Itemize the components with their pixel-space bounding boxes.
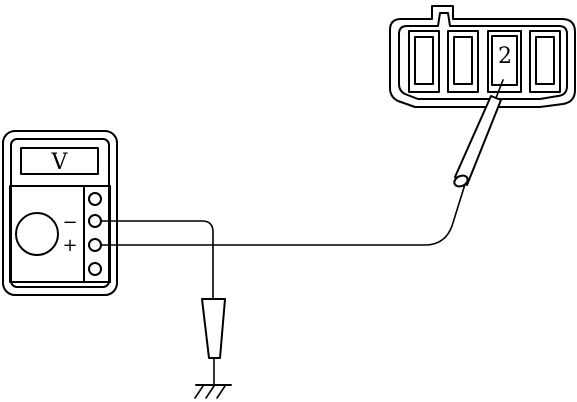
connector-cavity-2	[487, 30, 522, 93]
connector-cavity-3-inner	[453, 36, 473, 85]
connector-cavity-3	[447, 30, 479, 93]
negative-lead-wire	[100, 220, 214, 299]
multimeter-terminal-4	[88, 262, 102, 276]
multimeter-outer-body	[2, 130, 118, 296]
connector-terminal-2-label: 2	[498, 44, 512, 69]
positive-lead-wire	[100, 180, 467, 246]
test-probe	[453, 79, 504, 188]
multimeter-terminal-strip	[83, 185, 111, 283]
test-probe-end-cap	[453, 174, 469, 188]
connector-cavity-1-inner	[414, 36, 434, 85]
connector: 2	[389, 5, 576, 108]
multimeter-display-label: V	[51, 150, 69, 175]
connector-outer-housing	[389, 5, 576, 108]
connector-cavity-1	[408, 30, 440, 93]
multimeter-plus-sign: +	[62, 235, 77, 256]
ground-hatch-1	[194, 385, 204, 399]
multimeter-terminal-2	[88, 214, 102, 228]
multimeter-minus-sign: −	[62, 212, 77, 233]
multimeter-dial	[15, 212, 59, 256]
connector-terminal-2	[491, 35, 518, 86]
connector-cavity-4-inner	[535, 36, 555, 85]
multimeter: V − +	[2, 130, 118, 296]
test-probe-body	[454, 95, 502, 186]
multimeter-terminal-3	[88, 238, 102, 252]
multimeter-display	[20, 147, 99, 175]
ground-hatch-2	[205, 385, 215, 399]
test-probe-tip	[495, 79, 504, 99]
connector-cavity-4	[529, 30, 561, 93]
ground-probe-body	[201, 298, 226, 359]
multimeter-terminal-1	[88, 192, 102, 206]
ground-probe	[194, 298, 232, 399]
connector-inner-housing	[398, 12, 568, 100]
ground-hatch-3	[216, 385, 226, 399]
multimeter-lower-panel	[9, 185, 111, 283]
